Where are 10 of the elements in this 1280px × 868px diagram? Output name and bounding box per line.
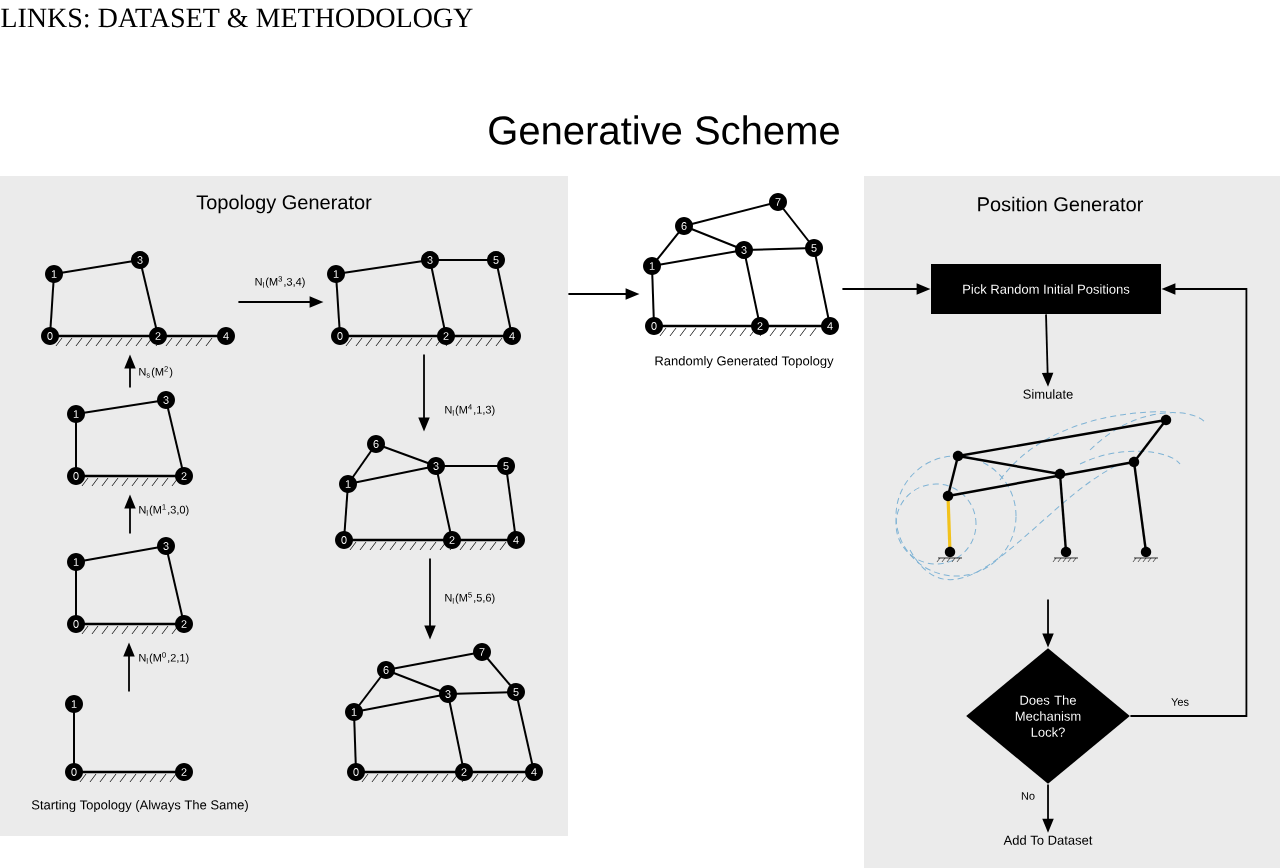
linkage-graph-drawing (327, 251, 521, 347)
linkage-graph-drawing (41, 251, 235, 347)
header-text: LINKS: DATASET & METHODOLOGY (1, 8, 473, 28)
title: Generative Scheme (489, 115, 839, 145)
linkage-graph-drawing (67, 537, 193, 635)
linkage-graph-drawing (335, 435, 525, 551)
linkage-graph-drawing (67, 391, 193, 487)
mechanism-drawing (895, 411, 1207, 581)
linkage-graph-drawing (345, 643, 543, 783)
arrow (1129, 283, 1248, 717)
